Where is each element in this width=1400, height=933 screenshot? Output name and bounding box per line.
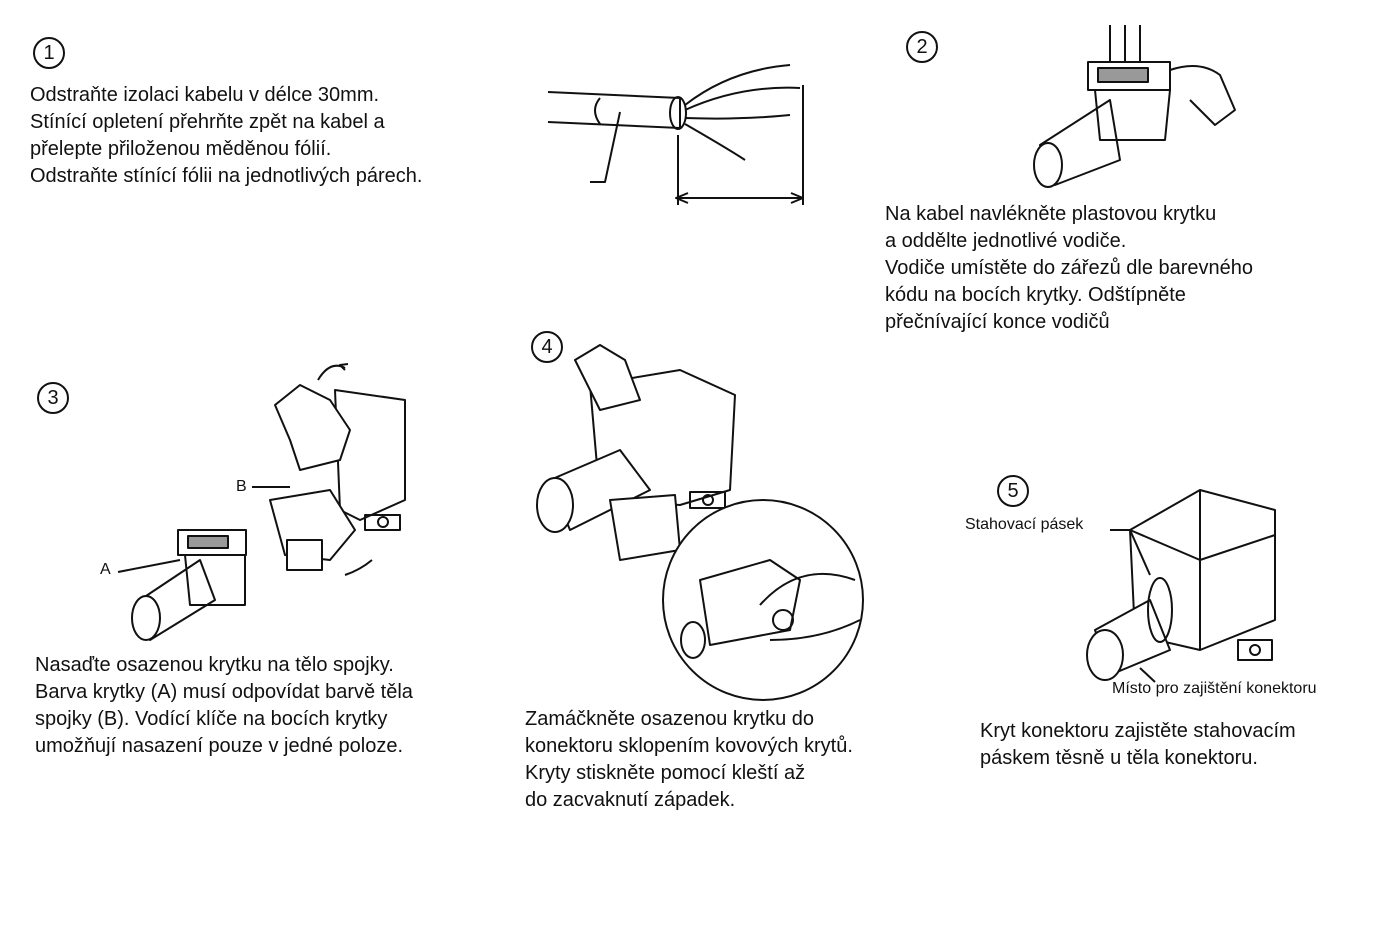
step-number-3: 3 xyxy=(37,382,69,414)
text-line: do zacvaknutí západek. xyxy=(525,789,736,811)
text-line: kódu na bocích krytky. Odštípněte xyxy=(885,284,1186,306)
text-line: páskem těsně u těla konektoru. xyxy=(980,747,1258,769)
text-line: Zamáčkněte osazenou krytku do xyxy=(525,708,815,730)
text-line: Vodiče umístěte do zářezů dle barevného xyxy=(885,257,1254,279)
text-line: Kryty stiskněte pomocí kleští až xyxy=(525,762,806,784)
text-line: přečnívající konce vodičů xyxy=(885,311,1110,333)
text-line: Odstraňte izolaci kabelu v délce 30mm. xyxy=(30,84,380,106)
step-number-5: 5 xyxy=(997,475,1029,507)
step-number-2: 2 xyxy=(906,31,938,63)
step-number-1: 1 xyxy=(33,37,65,69)
cap-on-cable-illustration xyxy=(1033,25,1236,188)
text-line: spojky (B). Vodící klíče na bocích krytk… xyxy=(35,708,388,730)
text-line: umožňují nasazení pouze v jedné poloze. xyxy=(35,735,404,757)
label-cable-tie: Stahovací pásek xyxy=(965,516,1084,533)
text-line: konektoru sklopením kovových krytů. xyxy=(525,735,853,757)
step-1-text: Odstraňte izolaci kabelu v délce 30mm. S… xyxy=(30,82,422,190)
press-caps-illustration xyxy=(536,344,864,701)
cable-tie-illustration xyxy=(1086,489,1276,683)
label-b: B xyxy=(236,478,247,495)
text-line: Nasaďte osazenou krytku na tělo spojky. xyxy=(35,654,394,676)
text-line: přelepte přiloženou měděnou fólií. xyxy=(30,138,332,160)
label-a: A xyxy=(100,561,111,578)
step-4-text: Zamáčkněte osazenou krytku do konektoru … xyxy=(525,706,853,814)
text-line: a oddělte jednotlivé vodiče. xyxy=(885,230,1127,252)
label-lock-point: Místo pro zajištění konektoru xyxy=(1112,680,1317,697)
step-5-text: Kryt konektoru zajistěte stahovacím pásk… xyxy=(980,718,1296,772)
step-3-text: Nasaďte osazenou krytku na tělo spojky. … xyxy=(35,652,413,760)
text-line: Na kabel navlékněte plastovou krytku xyxy=(885,203,1217,225)
connector-assembly-illustration xyxy=(117,363,406,641)
step-number-4: 4 xyxy=(531,331,563,363)
step-2-text: Na kabel navlékněte plastovou krytku a o… xyxy=(885,201,1253,336)
text-line: Kryt konektoru zajistěte stahovacím xyxy=(980,720,1296,742)
text-line: Odstraňte stínící fólii na jednotlivých … xyxy=(30,165,423,187)
stripped-cable-illustration xyxy=(547,64,804,205)
text-line: Barva krytky (A) musí odpovídat barvě tě… xyxy=(35,681,413,703)
text-line: Stínící opletení přehrňte zpět na kabel … xyxy=(30,111,385,133)
